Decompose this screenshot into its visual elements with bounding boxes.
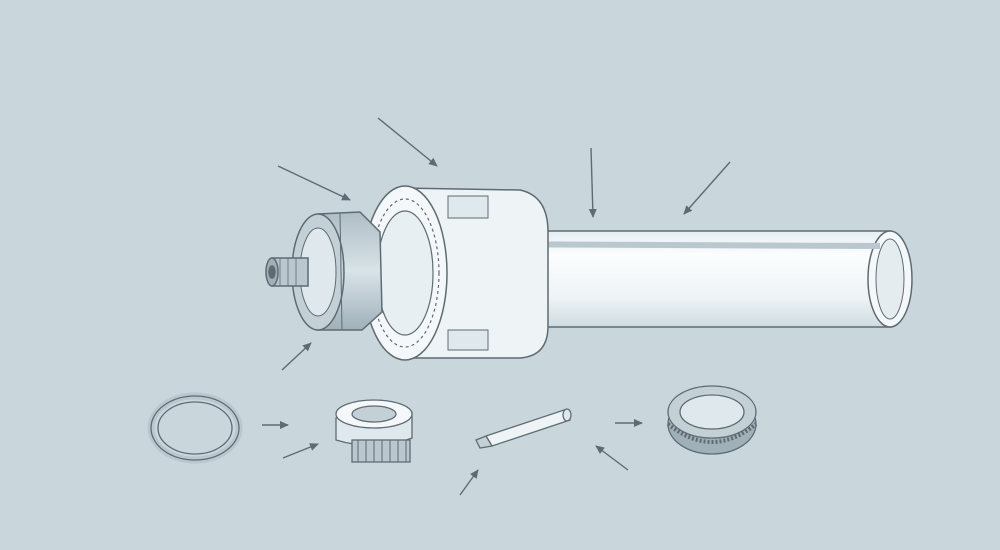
callout-arrows (262, 117, 731, 496)
bearing-ring (666, 385, 758, 455)
arrow-to-nut (277, 165, 351, 201)
arrow-to-collar-lower (282, 443, 319, 459)
pin-rod (475, 408, 572, 449)
threaded-collar (335, 399, 413, 463)
arrow-to-pin-right (595, 445, 629, 471)
arrow-to-pin (459, 469, 479, 496)
shaft-end (265, 257, 309, 287)
snap-ring (147, 392, 243, 464)
lock-nut (291, 211, 383, 331)
arrow-to-tube-top (588, 147, 597, 218)
arrow-to-housing (377, 117, 438, 167)
arrow-to-tube-right (683, 161, 731, 215)
arrow-to-nut-bottom (281, 342, 312, 371)
housing-body (362, 185, 549, 361)
